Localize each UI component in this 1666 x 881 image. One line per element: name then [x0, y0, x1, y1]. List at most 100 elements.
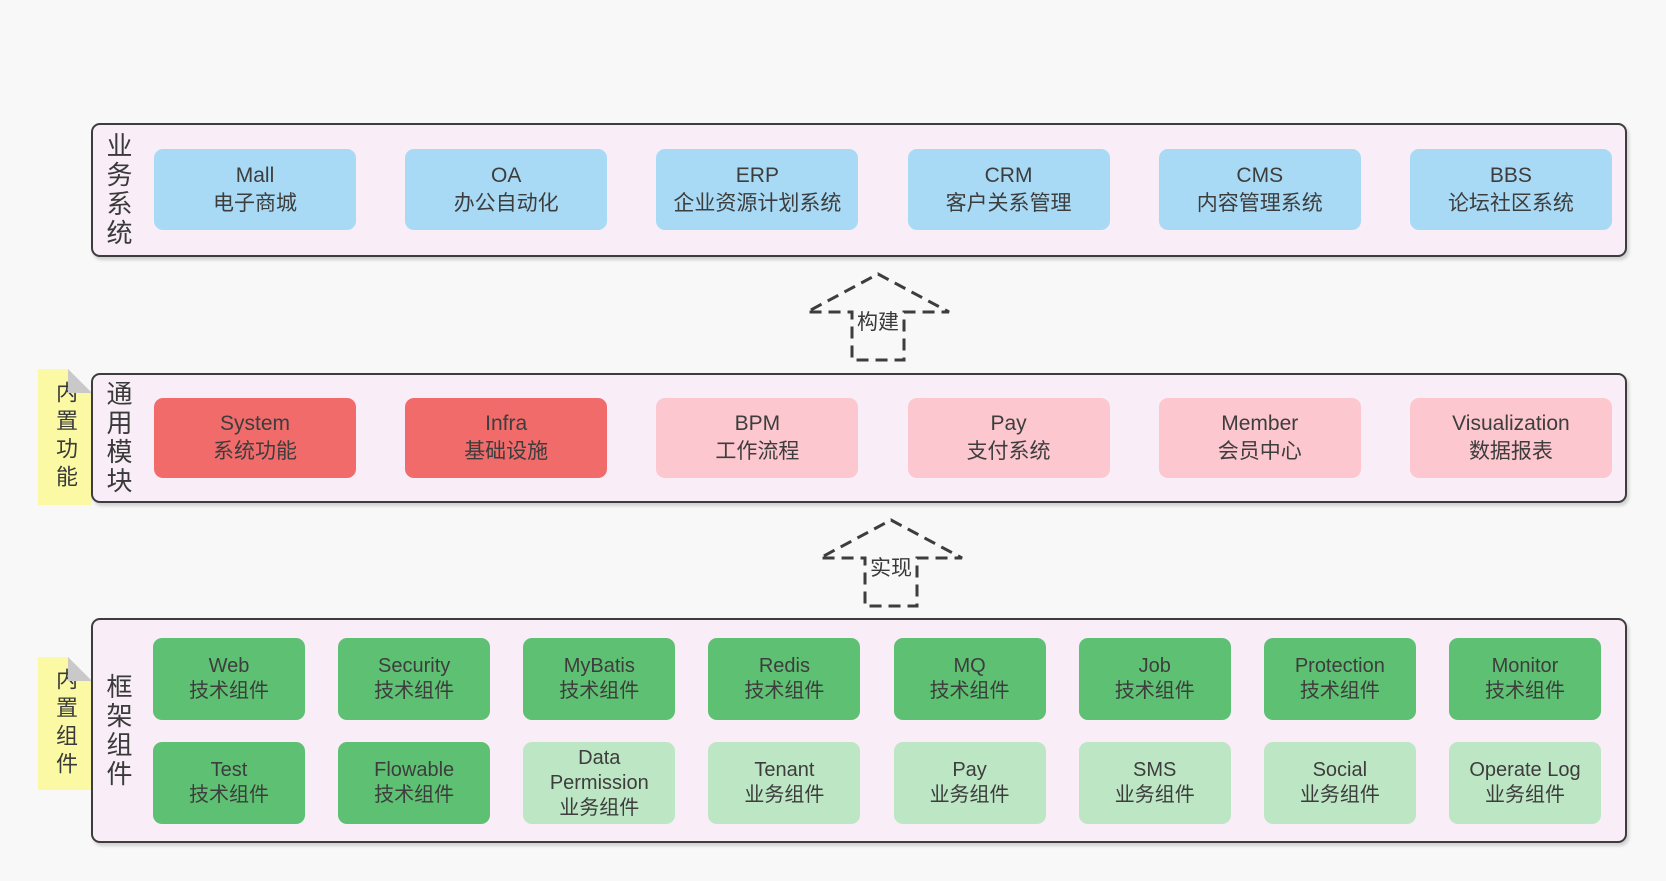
folded-corner-icon [68, 369, 92, 393]
box-title: BPM [734, 412, 781, 435]
box-title: Member [1221, 412, 1299, 435]
component-box: Pay 业务组件 [893, 742, 1046, 824]
build-arrow-label: 构建 [854, 310, 902, 336]
box-title: Social [1312, 759, 1368, 781]
box-subtitle: 内容管理系统 [1196, 191, 1323, 215]
box-subtitle: 技术组件 [189, 680, 269, 702]
component-box: Data Permission 业务组件 [523, 742, 676, 824]
built-in-components-label: 内置组件 [53, 667, 78, 780]
component-box: MyBatis 技术组件 [523, 638, 676, 720]
box-subtitle: 业务组件 [744, 784, 825, 806]
box-subtitle: 论坛社区系统 [1447, 191, 1574, 215]
box-subtitle: 业务组件 [1484, 784, 1565, 806]
band-modules-label: 通用模块 [103, 380, 133, 496]
box-title: Job [1138, 655, 1171, 677]
up-arrow-dashed-icon [819, 518, 963, 608]
implement-arrow: 实现 [818, 518, 964, 610]
box-subtitle: 技术组件 [374, 680, 455, 702]
module-box: System 系统功能 [154, 398, 356, 478]
box-subtitle: 会员中心 [1217, 440, 1302, 463]
component-box: Web 技术组件 [153, 638, 305, 720]
box-title: Flowable [374, 759, 455, 781]
box-subtitle: 业务组件 [929, 784, 1010, 806]
box-title: OA [491, 163, 522, 187]
box-title: Pay [952, 759, 987, 781]
box-subtitle: 技术组件 [1114, 680, 1195, 702]
system-box: BBS 论坛社区系统 [1409, 149, 1612, 230]
system-box: Mall 电子商城 [154, 149, 356, 230]
framework-boxes-row-1: Web 技术组件 Security 技术组件 MyBatis 技术组件 Redi… [153, 638, 1601, 720]
box-title: Operate Log [1469, 759, 1581, 781]
module-box: Infra 基础设施 [405, 398, 608, 478]
box-title: Infra [485, 412, 528, 435]
box-subtitle: 业务组件 [559, 796, 640, 819]
component-box: Protection 技术组件 [1263, 638, 1416, 720]
box-title: Redis [758, 655, 810, 677]
component-box: Monitor 技术组件 [1448, 638, 1601, 720]
system-box: CRM 客户关系管理 [907, 149, 1110, 230]
build-arrow: 构建 [805, 272, 951, 364]
up-arrow-dashed-icon [806, 272, 950, 362]
box-subtitle: 数据报表 [1468, 440, 1553, 463]
framework-boxes-row-2: Test 技术组件 Flowable 技术组件 Data Permission … [153, 742, 1601, 824]
built-in-features-label: 内置功能 [53, 381, 78, 493]
box-title: Web [208, 655, 250, 677]
box-title: SMS [1133, 759, 1177, 781]
box-title: System [219, 412, 290, 435]
band-framework-components: 框架组件 Web 技术组件 Security 技术组件 MyBatis 技术组件… [91, 618, 1627, 843]
component-box: Tenant 业务组件 [708, 742, 861, 824]
business-boxes-row: Mall 电子商城 OA 办公自动化 ERP 企业资源计划系统 CRM 客户关系… [154, 149, 1612, 230]
box-title: Monitor [1491, 655, 1559, 677]
box-subtitle: 业务组件 [1299, 784, 1380, 806]
component-box: Redis 技术组件 [708, 638, 861, 720]
box-title: Visualization [1452, 412, 1570, 435]
component-box: MQ 技术组件 [893, 638, 1046, 720]
component-box: Social 业务组件 [1263, 742, 1416, 824]
band-business-systems: 业务系统 Mall 电子商城 OA 办公自动化 ERP 企业资源计划系统 CRM… [91, 123, 1627, 257]
component-box: Security 技术组件 [338, 638, 491, 720]
box-subtitle: 技术组件 [744, 680, 825, 702]
box-title: BBS [1489, 163, 1532, 187]
built-in-components-note: 内置组件 [38, 657, 92, 790]
component-box: SMS 业务组件 [1078, 742, 1231, 824]
component-box: Operate Log 业务组件 [1448, 742, 1601, 824]
implement-arrow-label: 实现 [867, 556, 915, 582]
box-subtitle: 电子商城 [213, 191, 297, 215]
box-title: Data Permission [549, 746, 649, 794]
system-box: OA 办公自动化 [405, 149, 608, 230]
component-box: Test 技术组件 [153, 742, 305, 824]
box-subtitle: 工作流程 [715, 440, 800, 463]
system-box: CMS 内容管理系统 [1158, 149, 1361, 230]
box-subtitle: 客户关系管理 [945, 191, 1072, 215]
box-subtitle: 系统功能 [213, 440, 297, 463]
folded-corner-icon [68, 657, 92, 681]
box-title: MyBatis [563, 655, 635, 677]
module-box: Visualization 数据报表 [1409, 398, 1612, 478]
box-title: ERP [735, 163, 779, 187]
system-box: ERP 企业资源计划系统 [656, 149, 859, 230]
box-title: Tenant [754, 759, 815, 781]
band-common-modules: 通用模块 System 系统功能 Infra 基础设施 BPM 工作流程 Pay… [91, 373, 1627, 503]
box-title: MQ [953, 655, 986, 677]
modules-boxes-row: System 系统功能 Infra 基础设施 BPM 工作流程 Pay 支付系统… [154, 398, 1612, 478]
box-title: CRM [984, 163, 1033, 187]
box-title: CMS [1236, 163, 1284, 187]
box-subtitle: 技术组件 [559, 680, 640, 702]
component-box: Job 技术组件 [1078, 638, 1231, 720]
box-title: Protection [1294, 655, 1385, 677]
box-subtitle: 技术组件 [374, 784, 455, 806]
box-subtitle: 技术组件 [1484, 680, 1565, 702]
band-business-label: 业务系统 [103, 132, 133, 248]
box-subtitle: 支付系统 [966, 440, 1051, 463]
box-subtitle: 技术组件 [189, 784, 269, 806]
box-title: Security [378, 655, 451, 677]
module-box: BPM 工作流程 [656, 398, 859, 478]
module-box: Member 会员中心 [1158, 398, 1361, 478]
box-subtitle: 技术组件 [1299, 680, 1380, 702]
built-in-features-note: 内置功能 [38, 369, 92, 505]
module-box: Pay 支付系统 [907, 398, 1110, 478]
box-subtitle: 技术组件 [929, 680, 1010, 702]
box-subtitle: 业务组件 [1114, 784, 1195, 806]
box-title: Pay [990, 412, 1027, 435]
